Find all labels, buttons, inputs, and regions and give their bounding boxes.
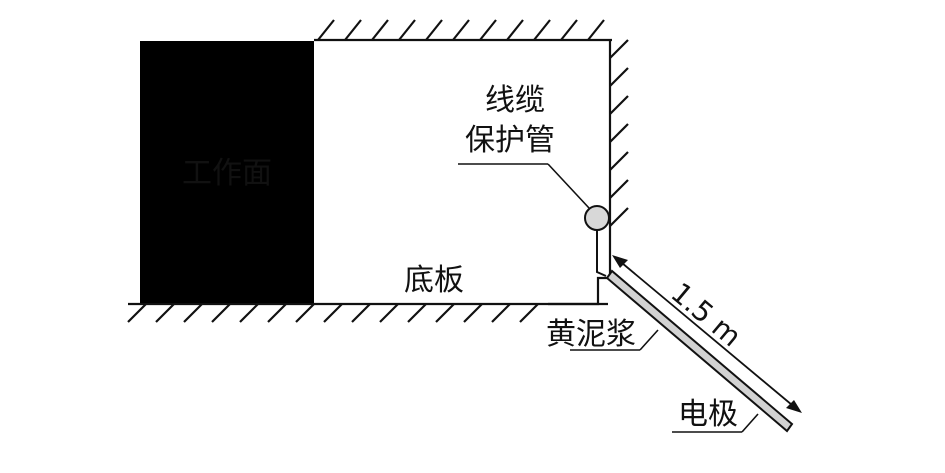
- distance-dimension-arrow: [612, 255, 802, 413]
- floor-label: 底板: [404, 263, 464, 298]
- electrode-label: 电极: [678, 397, 738, 432]
- floor-hatch: [127, 302, 608, 323]
- right-wall-hatch: [608, 39, 629, 275]
- working-face-block: [140, 41, 314, 303]
- ceiling-hatch: [314, 19, 612, 42]
- electrode-label-leader: [741, 413, 759, 433]
- cable-line: [596, 230, 607, 277]
- mud-label-leader: [639, 329, 659, 351]
- cable-label-line1: 线缆: [485, 83, 545, 118]
- cable-protection-pipe-icon: [584, 205, 610, 231]
- electrode-rod: [605, 269, 794, 433]
- working-face-label: 工作面: [182, 156, 272, 191]
- floor-step-outline: [548, 276, 608, 306]
- cable-label-line2: 保护管: [465, 123, 555, 158]
- distance-label: 1.5 m: [665, 276, 748, 353]
- cable-label-leader: [547, 163, 590, 209]
- mud-label: 黄泥浆: [546, 317, 636, 352]
